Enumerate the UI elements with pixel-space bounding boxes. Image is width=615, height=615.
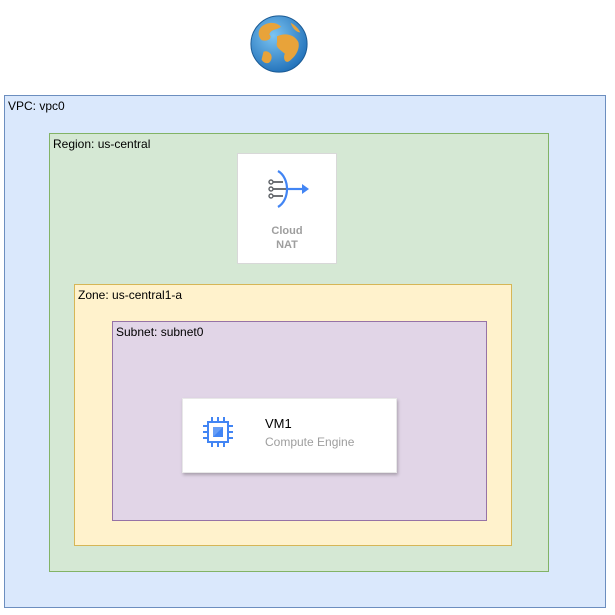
compute-engine-icon	[203, 417, 233, 447]
vpc-label: VPC: vpc0	[8, 99, 65, 113]
zone-label: Zone: us-central1-a	[78, 288, 183, 302]
vm-node: VM1 Compute Engine	[182, 398, 397, 473]
cloud-nat-icon	[268, 170, 309, 208]
vm-title: VM1	[265, 416, 292, 431]
cloud-nat-line2: NAT	[276, 239, 298, 251]
region-label: Region: us-central	[53, 137, 151, 151]
vm-subtitle: Compute Engine	[265, 435, 355, 449]
cloud-nat-line1: Cloud	[271, 225, 303, 237]
cloud-nat-node: Cloud NAT	[237, 153, 337, 264]
cloud-nat-label: Cloud NAT	[238, 224, 336, 252]
globe-icon	[250, 15, 308, 73]
subnet-label: Subnet: subnet0	[116, 325, 204, 339]
